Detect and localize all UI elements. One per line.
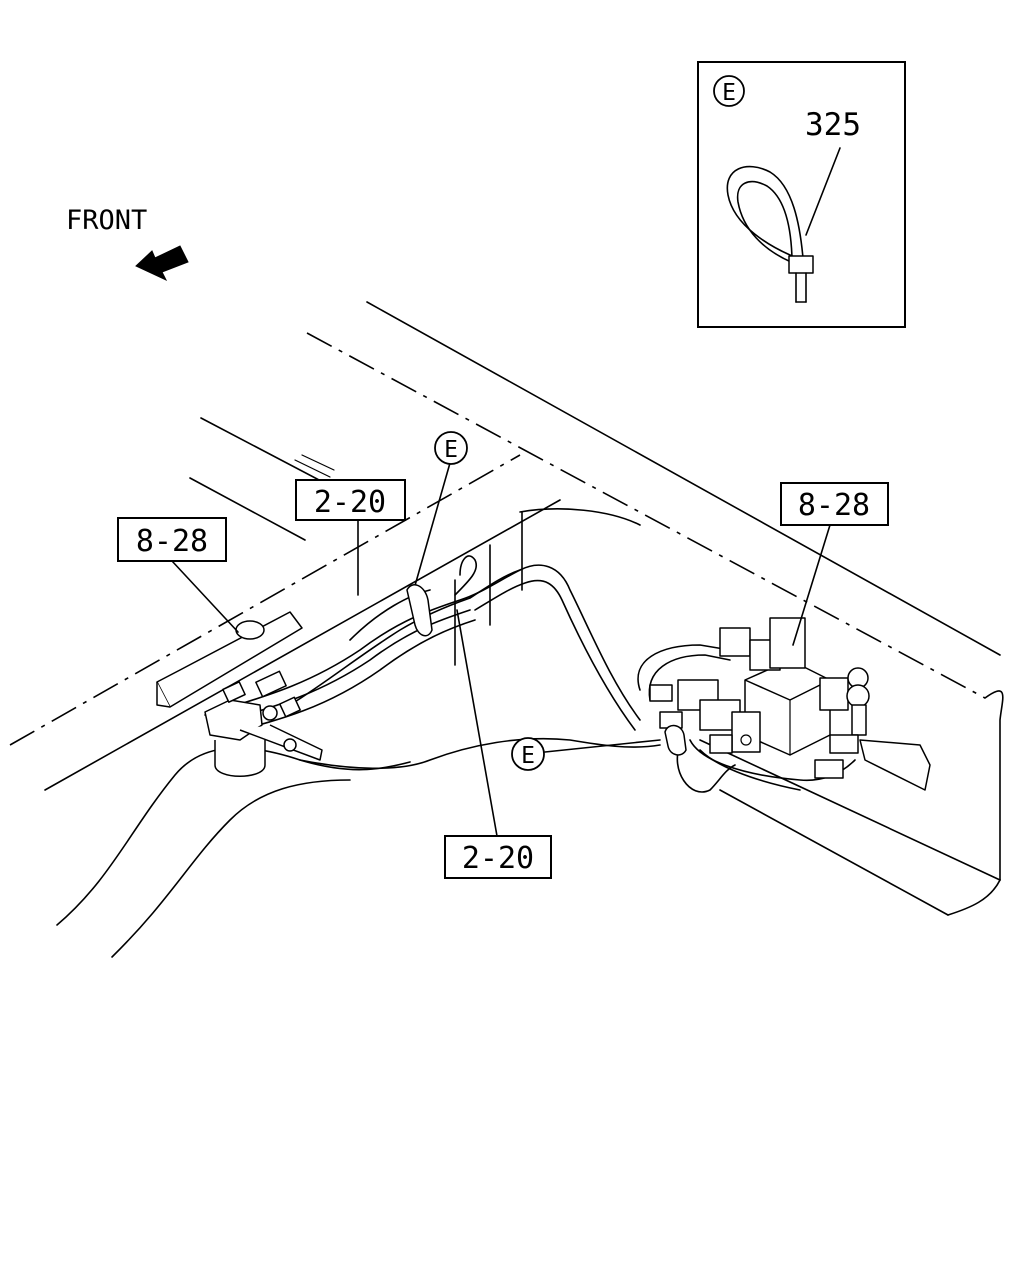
ref-callout-bottom-center: 2-20 [444, 835, 552, 879]
detail-inset: E 325 [697, 61, 906, 328]
detail-callout-circle: E [713, 75, 745, 107]
svg-text:8-28: 8-28 [798, 488, 870, 523]
detail-leader-line [805, 147, 841, 236]
clip-callout-lower: E [511, 737, 545, 771]
ref-callout-top-center: 2-20 [295, 479, 406, 521]
left-valve-assembly [156, 611, 323, 777]
cable-tie-icon [726, 165, 814, 303]
right-valve-assembly [649, 617, 931, 791]
front-label: FRONT [66, 205, 147, 236]
front-direction-indicator: FRONT [66, 205, 189, 282]
svg-text:E: E [444, 437, 458, 463]
front-arrow-icon [135, 245, 189, 282]
detail-part-number: 325 [805, 107, 861, 143]
ref-callout-right: 8-28 [780, 482, 889, 526]
svg-text:2-20: 2-20 [314, 485, 386, 520]
svg-text:E: E [722, 80, 736, 106]
svg-text:8-28: 8-28 [136, 524, 208, 559]
svg-text:E: E [521, 743, 535, 769]
clip-callout-upper: E [434, 431, 468, 465]
ref-callout-left: 8-28 [117, 517, 227, 562]
leader-lines [171, 462, 831, 837]
harness-clip-upper [406, 584, 433, 637]
chassis-frame [9, 301, 1004, 958]
harness-clip-lower [664, 724, 687, 756]
svg-text:2-20: 2-20 [462, 841, 534, 876]
